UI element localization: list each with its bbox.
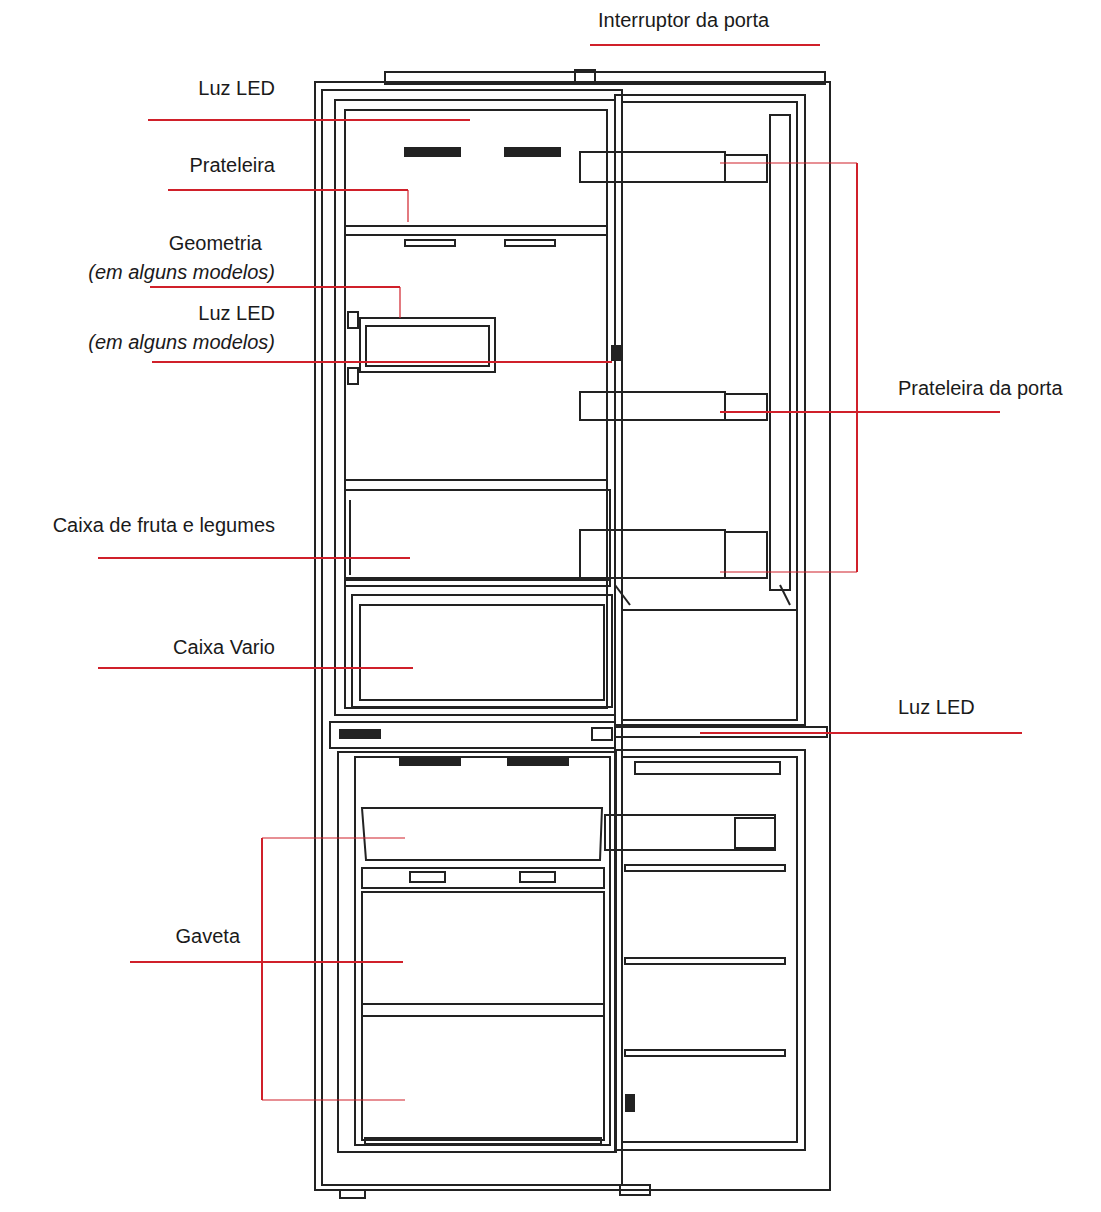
part-label: Luz LED [898, 696, 975, 718]
part-label: (em alguns modelos) [88, 331, 275, 353]
part-label: Caixa de fruta e legumes [53, 514, 275, 536]
part-label: Gaveta [176, 925, 240, 947]
part-label: Prateleira da porta [898, 377, 1063, 399]
part-label: Geometria [169, 232, 262, 254]
part-label: Luz LED [198, 302, 275, 324]
part-label: (em alguns modelos) [88, 261, 275, 283]
part-label: Caixa Vario [173, 636, 275, 658]
part-label: Interruptor da porta [598, 9, 769, 31]
part-label: Luz LED [198, 77, 275, 99]
part-label: Prateleira [189, 154, 275, 176]
